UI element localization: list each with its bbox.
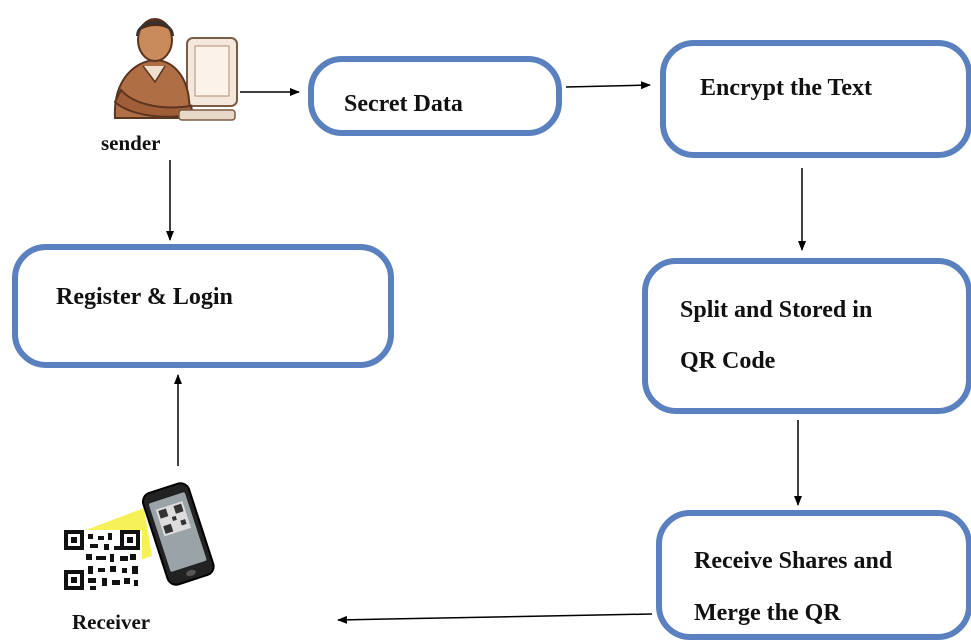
qr-code-icon (64, 530, 142, 592)
arrow-receive-to-receiver (337, 613, 653, 624)
sender-label: sender (101, 131, 161, 155)
encrypt-label: Encrypt the Text (700, 75, 873, 101)
receiver-label: Receiver (72, 610, 151, 634)
split-store-label-line2: QR Code (680, 348, 776, 374)
split-store-label-line1: Split and Stored in (680, 297, 873, 323)
phone-icon (141, 482, 215, 586)
keyboard-icon (178, 109, 236, 121)
receive-merge-label-line2: Merge the QR (694, 600, 841, 626)
secret-data-box (308, 56, 562, 136)
encrypt-box (660, 40, 971, 158)
sender-illustration (113, 18, 238, 121)
receiver-illustration (64, 482, 215, 592)
secret-data-label: Secret Data (344, 91, 463, 117)
split-store-box (642, 258, 971, 414)
register-login-box (12, 244, 394, 368)
arrow-secret-to-encrypt (565, 81, 651, 90)
receive-merge-label-line1: Receive Shares and (694, 548, 893, 574)
register-login-label: Register & Login (56, 284, 233, 310)
